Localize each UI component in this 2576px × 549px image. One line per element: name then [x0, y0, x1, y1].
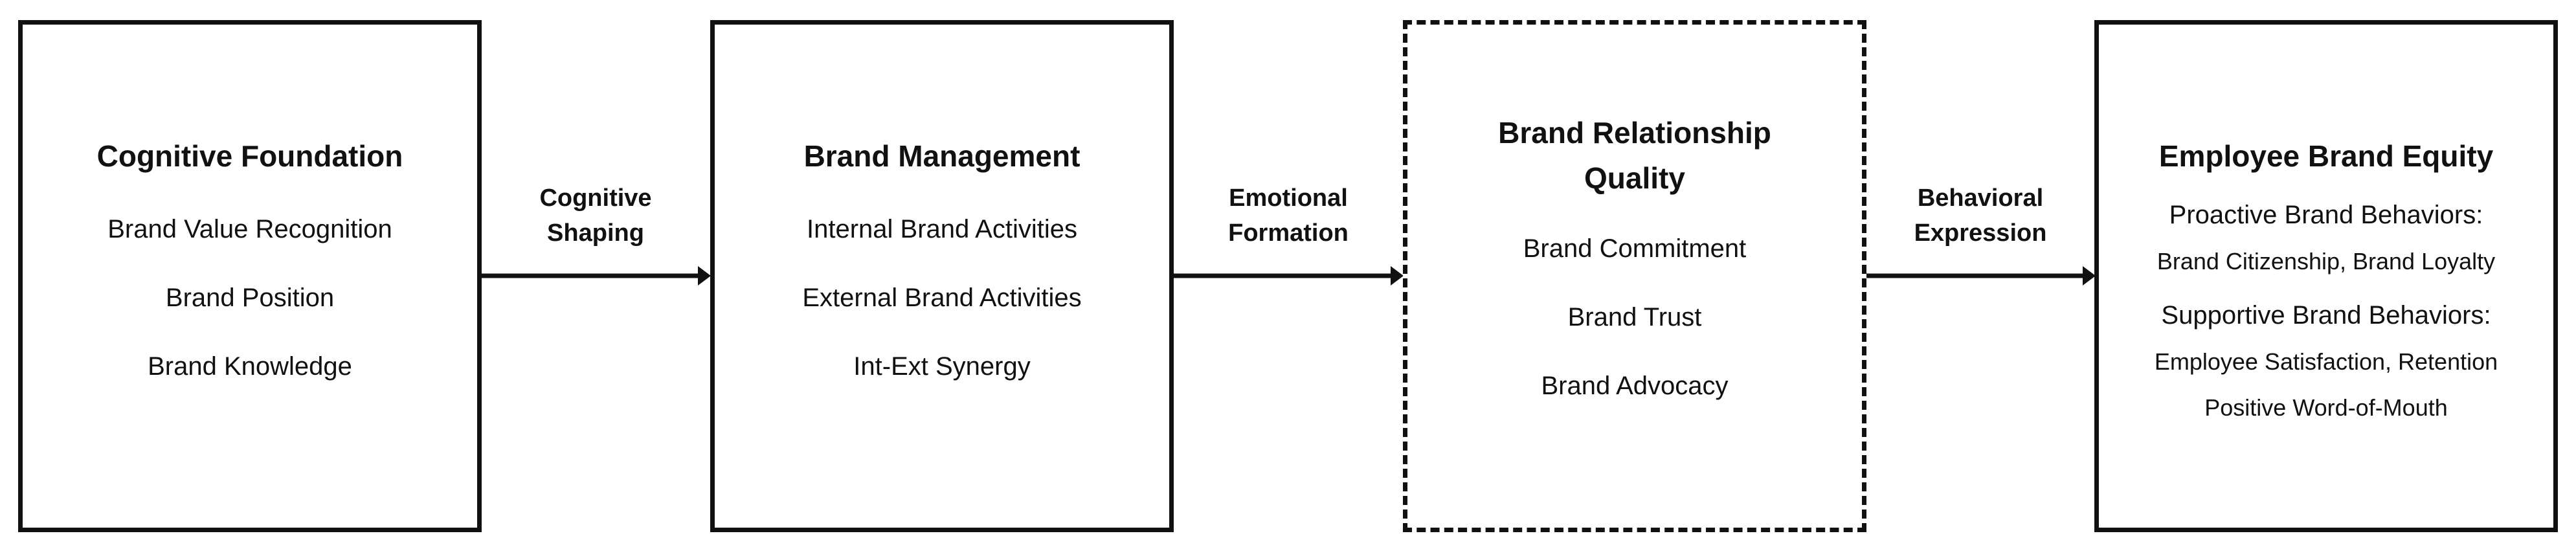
box-title-line-2: Quality	[1584, 161, 1685, 195]
list-item: Brand Commitment	[1523, 234, 1747, 263]
supportive-item: Positive Word-of-Mouth	[2204, 394, 2448, 421]
box-title: Cognitive Foundation	[96, 139, 403, 173]
cognitive-foundation-box: Cognitive Foundation Brand Value Recogni…	[18, 20, 482, 532]
arrow-label-emotional-formation: Emotional Formation	[1172, 181, 1405, 251]
arrow-label-behavioral-expression: Behavioral Expression	[1864, 181, 2097, 251]
arrowhead-icon	[1391, 266, 1404, 286]
arrow-cognitive-shaping	[480, 266, 711, 286]
brand-relationship-quality-box: Brand Relationship Quality Brand Commitm…	[1403, 20, 1866, 532]
arrow-label-line: Cognitive	[539, 185, 652, 212]
supportive-heading: Supportive Brand Behaviors:	[2161, 301, 2491, 330]
arrowhead-icon	[698, 266, 711, 286]
arrowhead-icon	[2083, 266, 2096, 286]
list-item: Brand Knowledge	[148, 352, 352, 381]
list-item: Brand Advocacy	[1541, 372, 1729, 400]
list-item: Brand Trust	[1567, 303, 1702, 331]
arrow-label-line: Formation	[1228, 219, 1349, 247]
box-title-line-1: Brand Relationship	[1498, 116, 1771, 150]
list-item: Brand Position	[165, 284, 335, 312]
proactive-heading: Proactive Brand Behaviors:	[2169, 201, 2483, 229]
list-item: External Brand Activities	[802, 284, 1082, 312]
arrow-emotional-formation	[1173, 266, 1404, 286]
arrow-behavioral-expression	[1865, 266, 2096, 286]
proactive-items: Brand Citizenship, Brand Loyalty	[2156, 248, 2496, 274]
employee-brand-equity-box: Employee Brand Equity Proactive Brand Be…	[2094, 20, 2558, 532]
arrow-label-line: Emotional	[1229, 185, 1348, 212]
arrow-label-line: Shaping	[547, 219, 644, 247]
list-item: Int-Ext Synergy	[853, 352, 1031, 381]
arrow-label-cognitive-shaping: Cognitive Shaping	[479, 181, 712, 251]
brand-management-box: Brand Management Internal Brand Activiti…	[710, 20, 1174, 532]
box-title: Employee Brand Equity	[2158, 139, 2494, 173]
list-item: Internal Brand Activities	[807, 215, 1077, 243]
supportive-item: Employee Satisfaction, Retention	[2154, 348, 2498, 375]
list-item: Brand Value Recognition	[107, 215, 392, 243]
arrow-label-line: Behavioral	[1917, 185, 2044, 212]
arrow-label-line: Expression	[1914, 219, 2047, 247]
box-title: Brand Management	[803, 139, 1081, 173]
